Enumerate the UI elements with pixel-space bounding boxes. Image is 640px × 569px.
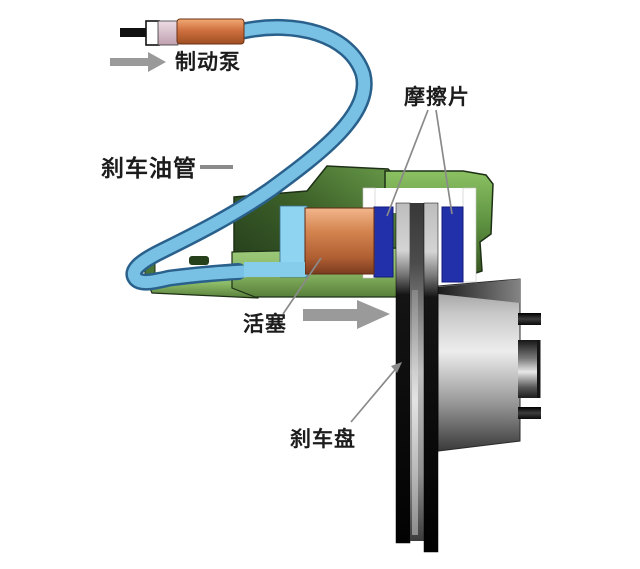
leader-lines	[200, 109, 453, 423]
hub-axle-edge	[537, 340, 541, 398]
friction-pad-left	[373, 206, 394, 278]
pump-seal	[157, 20, 179, 46]
brake-pump	[120, 18, 245, 46]
piston-push-arrow-icon	[303, 300, 390, 329]
disc-leader	[350, 364, 400, 423]
hub-axle	[518, 340, 540, 398]
disc-plate-right	[423, 202, 439, 553]
labels: 制动泵 刹车油管 摩擦片 活塞 刹车盘	[101, 51, 470, 451]
wheel-hub	[437, 278, 541, 452]
label-brake-disc: 刹车盘	[290, 427, 356, 451]
wheel-stud-top	[518, 313, 541, 325]
brake-disc	[395, 202, 439, 553]
pads-leader-left	[386, 109, 429, 217]
pump-flow-arrow-icon	[110, 52, 166, 72]
disc-leader-arrowhead	[391, 362, 402, 373]
brake-hose-fill	[127, 21, 371, 289]
piston	[304, 207, 375, 275]
friction-pad-right	[441, 206, 464, 283]
right-backing-plate	[462, 187, 477, 283]
pump-bracket	[145, 20, 160, 46]
pump-body	[176, 18, 245, 45]
pump-rod	[120, 28, 155, 37]
pads-leader-right	[435, 109, 453, 215]
label-friction-pads: 摩擦片	[404, 85, 470, 109]
hub-cone	[437, 278, 521, 452]
hub-top-shade	[438, 279, 520, 303]
label-brake-pump: 制动泵	[175, 51, 241, 74]
bleeder-lump	[189, 256, 209, 265]
label-brake-hose: 刹车油管	[101, 155, 197, 181]
fluid-passage	[244, 262, 305, 277]
disc-vent-highlight	[412, 290, 418, 535]
disc-plate-left	[395, 202, 411, 544]
piston-leader	[282, 257, 322, 315]
label-piston: 活塞	[243, 312, 287, 336]
wheel-stud-bottom	[518, 407, 541, 419]
brake-hose	[125, 18, 373, 291]
